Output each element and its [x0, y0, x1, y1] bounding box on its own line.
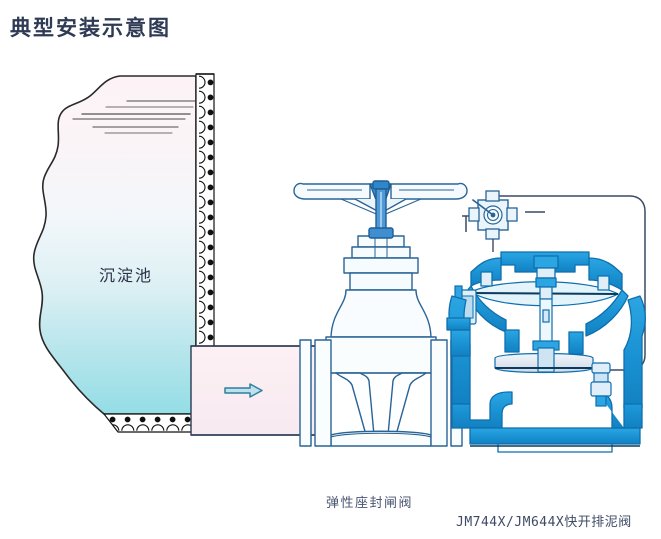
mud-discharge-valve	[446, 190, 646, 453]
diaphragm-chamber	[465, 251, 629, 337]
gate-valve-body	[325, 336, 437, 447]
valve-lower-body	[446, 295, 646, 409]
page-title: 典型安装示意图	[10, 16, 171, 40]
mud-valve-caption: JM744X/JM644X快开排泥阀	[456, 515, 632, 530]
valve-stem-lower	[532, 298, 560, 351]
pilot-valve[interactable]	[468, 190, 518, 252]
pilot-valve-handle	[472, 199, 494, 216]
flow-arrow-icon	[224, 383, 263, 398]
sedimentation-tank	[32, 73, 215, 433]
gate-valve-left-flange	[299, 339, 332, 447]
valve-outlet-base	[451, 391, 643, 453]
tank-water-body	[32, 75, 197, 415]
water-surface-lines	[72, 100, 197, 134]
gate-valve	[293, 180, 468, 447]
tubing-fitting-lower	[590, 362, 612, 407]
valve-disc	[494, 347, 594, 374]
gate-valve-caption: 弹性座封闸阀	[326, 496, 414, 511]
gate-valve-yoke	[351, 227, 411, 259]
tank-label: 沉淀池	[99, 266, 154, 285]
gate-valve-bonnet	[330, 257, 432, 338]
